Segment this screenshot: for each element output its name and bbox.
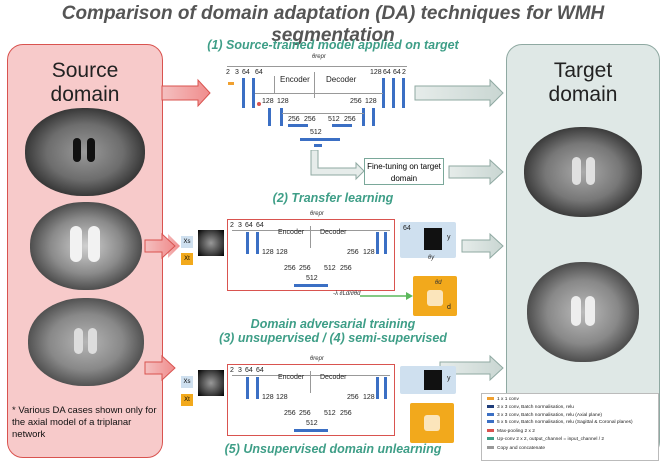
ch-label: 64 (245, 222, 253, 229)
source-brain-image-1 (25, 108, 145, 196)
ch-label: 256 (340, 410, 352, 417)
decoder-label: Decoder (326, 75, 357, 84)
ch-label: 256 (304, 116, 316, 123)
target-domain-label: Target domain (548, 59, 618, 106)
section-5-title: (5) Unsupervised domain unlearning (224, 442, 442, 456)
target-domain-panel: Target domain (506, 44, 660, 458)
ch-label: 3 (238, 222, 242, 229)
ch-label: 256 (344, 116, 356, 123)
ch-label: 64 (255, 69, 263, 76)
theta-y-label: θy (428, 255, 435, 261)
ch-label: 256 (299, 265, 311, 272)
ch-label: 128 (262, 394, 274, 401)
ch-label: 64 (383, 69, 391, 76)
ch-label: 64 (393, 69, 401, 76)
ch-label: 512 (324, 410, 336, 417)
source-brain-image-2 (30, 202, 142, 290)
gradient-reversal-label: -λ ∂Ld/∂θd (333, 291, 361, 297)
legend-item: 3 x 3 conv, Batch normalisation, relu (487, 405, 574, 410)
ch-label: 128 (262, 98, 274, 105)
legend-item: Up-conv 2 x 2, output_channel = input_ch… (487, 437, 604, 442)
green-arrow (360, 292, 413, 300)
unet-diagram-adversarial: 2 3 64 64 Encoder Decoder 128 128 256 12… (227, 219, 395, 291)
encoder-label: Encoder (280, 75, 310, 84)
theta-d-label: θd (435, 280, 442, 286)
ch-label: 2 (230, 367, 234, 374)
ch-label: 256 (347, 249, 359, 256)
ch-label: 64 (256, 222, 264, 229)
target-brain-image-1 (524, 127, 642, 217)
source-brain-image-3 (28, 298, 144, 386)
ch-label: 256 (340, 265, 352, 272)
ch-label: 512 (310, 129, 322, 136)
input-slice-thumb-1 (198, 230, 224, 256)
encoder-label: Encoder (278, 229, 305, 236)
unet-diagram-1: θrepr 2 3 64 64 Encoder Decoder 128 64 6… (222, 54, 412, 150)
ch-label: 256 (284, 265, 296, 272)
section-1-title: (1) Source-trained model applied on targ… (207, 38, 459, 52)
label-predictor-head-2: y (400, 366, 456, 394)
domain-classifier-head-1: θd d (413, 276, 457, 316)
decoder-label: Decoder (320, 229, 347, 236)
ch-label: 128 (277, 98, 289, 105)
ch-label: 512 (306, 420, 318, 427)
input-xt-2: Xt (181, 394, 193, 406)
legend-item: 3 x 3 conv, Batch normalisation, relu (A… (487, 413, 602, 418)
theta-repr-label-1: θrepr (312, 54, 326, 60)
legend-item: Copy and concatenate (487, 446, 545, 451)
legend: 1 x 1 conv 3 x 3 conv, Batch normalisati… (481, 393, 659, 461)
ch-label: 256 (299, 410, 311, 417)
d-label: d (447, 304, 451, 311)
ch-label: 64 (245, 367, 253, 374)
ch-label: 256 (350, 98, 362, 105)
ch-label: 64 (403, 225, 411, 232)
theta-repr-label-3: θrepr (310, 356, 324, 362)
input-slice-thumb-2 (198, 370, 224, 396)
ch-label: 3 (238, 367, 242, 374)
ch-label: 512 (328, 116, 340, 123)
ch-label: 3 (235, 69, 239, 76)
ch-label: 128 (363, 249, 375, 256)
ch-label: 128 (276, 249, 288, 256)
ch-label: 64 (242, 69, 250, 76)
source-domain-label: Source domain (50, 59, 120, 106)
fine-tuning-box: Fine-tuning on target domain (364, 158, 444, 185)
legend-item: 1 x 1 conv (487, 397, 519, 402)
encoder-label: Encoder (278, 374, 305, 381)
section-2-title: (2) Transfer learning (272, 191, 394, 205)
y-label: y (447, 234, 451, 241)
ch-label: 128 (365, 98, 377, 105)
domain-classifier-head-2 (410, 403, 454, 443)
label-predictor-head-1: 64 y (400, 222, 456, 258)
footnote: * Various DA cases shown only for the ax… (12, 405, 157, 440)
y-label: y (447, 375, 451, 382)
ch-label: 128 (262, 249, 274, 256)
theta-repr-label-2: θrepr (310, 211, 324, 217)
figure-title: Comparison of domain adaptation (DA) tec… (61, 3, 605, 46)
ch-label: 512 (306, 275, 318, 282)
ch-label: 256 (288, 116, 300, 123)
input-xs: Xs (181, 236, 193, 248)
target-brain-image-2 (527, 262, 639, 362)
ch-label: 128 (370, 69, 382, 76)
unet-diagram-unlearning: 2 3 64 64 Encoder Decoder 128 128 256 12… (227, 364, 395, 436)
ch-label: 256 (284, 410, 296, 417)
ch-label: 2 (402, 69, 406, 76)
section-3-title-a: Domain adversarial training (250, 317, 416, 331)
ch-label: 256 (347, 394, 359, 401)
legend-item: 5 x 5 conv, Batch normalisation, relu (S… (487, 420, 633, 425)
ch-label: 2 (230, 222, 234, 229)
input-xs-2: Xs (181, 376, 193, 388)
ch-label: 64 (256, 367, 264, 374)
section-3-title-b: (3) unsupervised / (4) semi-supervised (219, 331, 447, 345)
decoder-label: Decoder (320, 374, 347, 381)
legend-item: Max-pooling 2 x 2 (487, 429, 535, 434)
ch-label: 128 (276, 394, 288, 401)
ch-label: 2 (226, 69, 230, 76)
ch-label: 128 (363, 394, 375, 401)
input-xt: Xt (181, 253, 193, 265)
ch-label: 512 (324, 265, 336, 272)
